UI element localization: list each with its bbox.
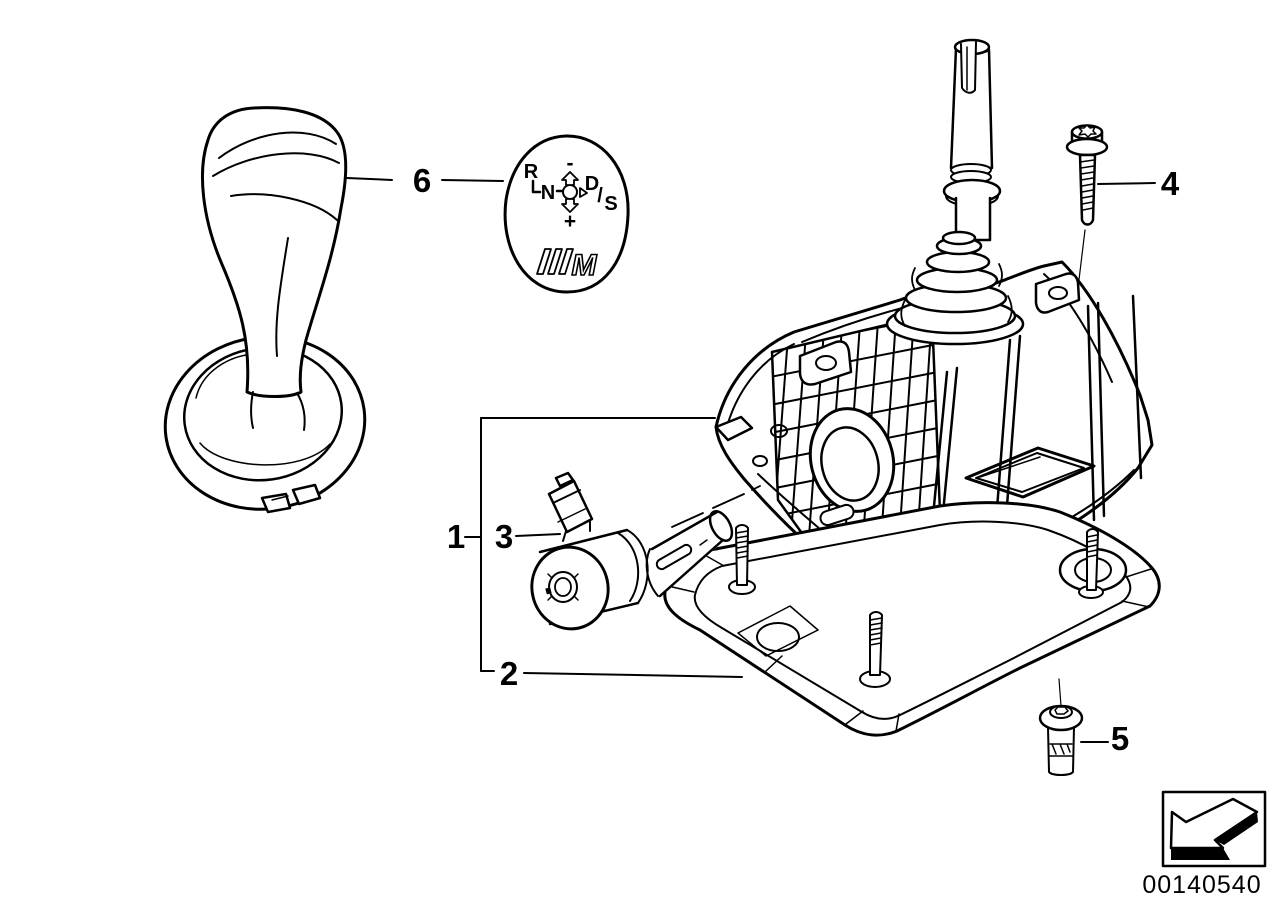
shift-knob[interactable] [154, 106, 376, 522]
leader-line [441, 179, 504, 182]
emblem-right-arrow-icon [579, 187, 588, 198]
threaded-stud [735, 524, 749, 586]
emblem-minus-label: - [567, 152, 574, 175]
torx-socket-icon [1078, 124, 1097, 138]
direction-arrow-icon [1169, 797, 1259, 860]
interlock-solenoid[interactable] [524, 471, 761, 636]
emblem-reverse-label: R [524, 161, 539, 183]
base-pad[interactable] [663, 501, 1161, 737]
threaded-stud [1086, 528, 1099, 591]
callout-3-label[interactable]: 3 [495, 518, 513, 555]
m-logo-icon: M [536, 248, 598, 283]
emblem-drive-label: D [585, 173, 599, 195]
emblem-down-arrow-icon [561, 198, 579, 213]
torx-bolt[interactable] [1065, 124, 1109, 289]
callout-1-label[interactable]: 1 [447, 518, 465, 555]
solenoid-connector [547, 471, 594, 542]
selector-shaft [942, 38, 1002, 242]
image-number: 00140540 [1142, 871, 1261, 899]
emblem-neutral-label: N [541, 182, 555, 204]
callout-6-label[interactable]: 6 [413, 162, 431, 199]
threaded-stud [869, 611, 883, 676]
emblem-slash-label: / [597, 185, 603, 207]
flange-nut[interactable] [1038, 704, 1084, 776]
emblem-plus-label: + [564, 210, 576, 233]
svg-text:M: M [572, 249, 598, 282]
drawing-direction-box[interactable] [1161, 790, 1267, 868]
leader-line [346, 177, 393, 181]
callout-bracket-1 [464, 417, 743, 678]
leader-line-4 [1097, 182, 1156, 185]
shift-boot [885, 230, 1025, 346]
callout-6 [346, 177, 504, 182]
callout-4-label[interactable]: 4 [1161, 165, 1180, 202]
emblem-up-arrow-icon [561, 171, 579, 186]
alignment-dash-line [671, 485, 761, 528]
emblem-sport-label: S [604, 193, 617, 215]
callout-2-label[interactable]: 2 [500, 655, 518, 692]
shift-pattern-emblem[interactable]: R N - + D / S M [503, 134, 630, 294]
callout-5-label[interactable]: 5 [1111, 720, 1129, 757]
